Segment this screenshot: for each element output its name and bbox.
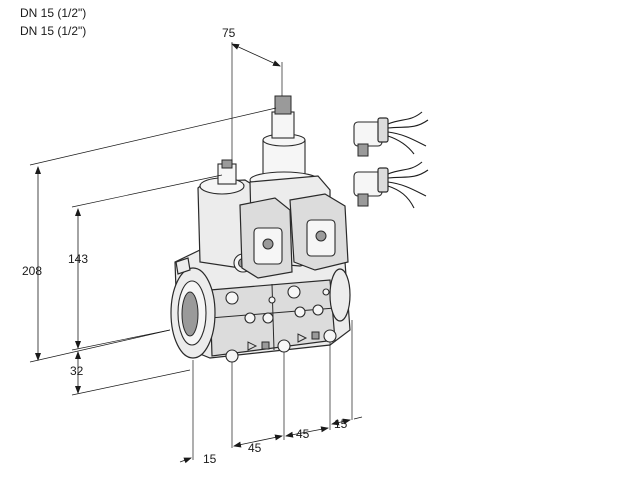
header-line-2: DN 15 (1/2") [20,24,87,38]
dim-base-offset: 32 [70,351,191,396]
front-fittings [225,285,337,363]
dim-body-height: 143 [68,174,223,351]
outlet-port [329,268,351,322]
dim-overall-height: 208 [22,107,277,363]
dim-top-width: 75 [222,26,283,160]
inlet-port [170,257,216,359]
dim-flange-offset-label: 15 [203,452,217,466]
dim-top-width-label: 75 [222,26,236,40]
dim-overall-height-label: 208 [22,264,42,278]
valve-assembly [170,95,351,363]
dim-module-2-label: 45 [296,427,310,441]
dim-body-height-label: 143 [68,252,88,266]
connector-plug-top [353,111,429,157]
connector-plug-bottom [353,161,429,209]
coil-cover-left [239,197,293,279]
dim-module-1-label: 45 [248,441,262,455]
header-line-1: DN 15 (1/2") [20,6,87,20]
dim-end-offset-label: 15 [334,417,348,431]
coil-cover-right [289,193,349,271]
dim-base-offset-label: 32 [70,364,84,378]
dim-bottom-chain: 15 45 45 15 [179,320,363,466]
